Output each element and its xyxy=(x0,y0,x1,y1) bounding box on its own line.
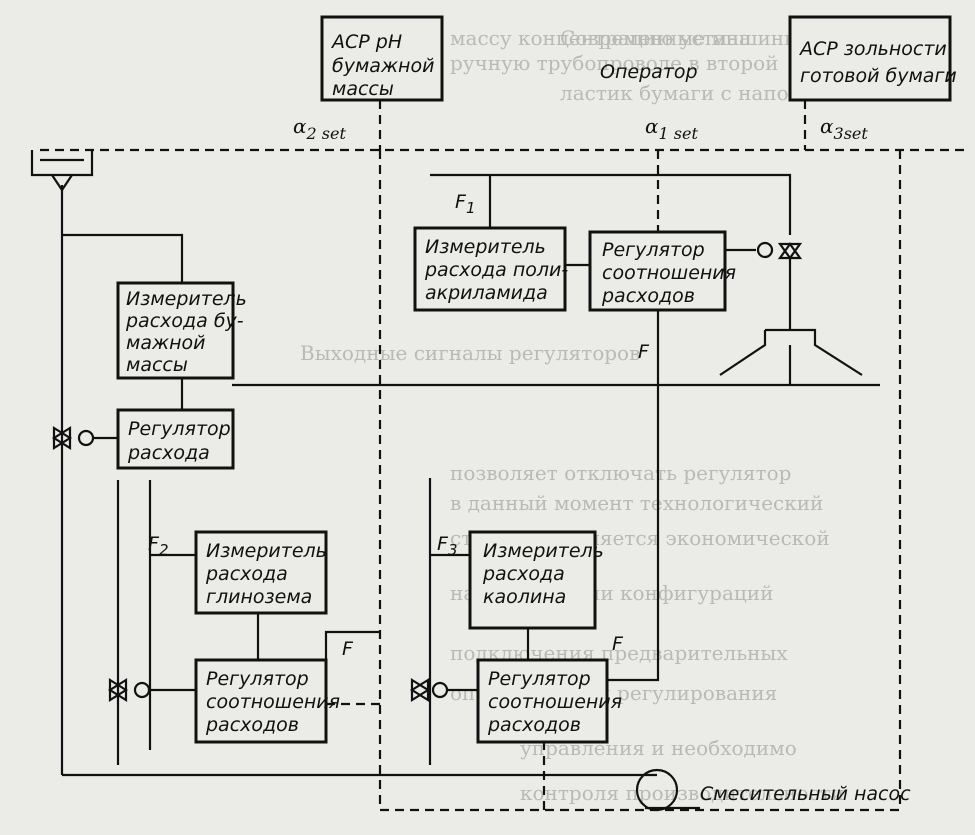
kaolin-meter-line-1: Измеритель xyxy=(483,540,604,562)
flow-regulator-box xyxy=(116,408,235,470)
pulp-tank xyxy=(30,150,94,177)
alumina-meter-line-2: расхода xyxy=(205,563,288,585)
paa-flow-meter-box xyxy=(413,226,567,312)
pulp-tank-outlet xyxy=(51,174,73,192)
paa-meter-line-1: Измеритель xyxy=(425,236,546,258)
asr-ph-line-1: АСР pH xyxy=(330,31,402,53)
asr-ph-box xyxy=(320,15,444,102)
asr-ph-line-3: массы xyxy=(332,78,394,100)
svg-text:Выходные сигналы регуляторов: Выходные сигналы регуляторов xyxy=(300,341,640,365)
kaolin-ratio-line-3: расходов xyxy=(487,714,581,736)
svg-text:Современные машины: Современные машины xyxy=(560,26,800,50)
pulp-meter-line-4: массы xyxy=(126,354,188,376)
paa-ratio-line-2: соотношения xyxy=(602,262,736,284)
kaolin-ratio-regulator-box xyxy=(476,658,609,744)
kaolin-meter-line-3: каолина xyxy=(483,586,566,608)
a2set-label: α2 set xyxy=(293,114,346,143)
paa-meter-line-3: акриламида xyxy=(425,282,548,304)
f-to-kaolin-ratio xyxy=(607,385,660,682)
kaolin-ratio-line-1: Регулятор xyxy=(488,668,591,690)
valve-pulp-actuator-icon xyxy=(77,429,95,447)
alumina-ratio-regulator-box xyxy=(194,658,328,744)
alumina-flow-meter-box xyxy=(194,530,328,615)
valve-kaolin-icon xyxy=(410,678,431,702)
f-label-kaolin: F xyxy=(612,633,624,655)
paa-ratio-line-1: Регулятор xyxy=(602,239,705,261)
svg-text:в данный момент технологически: в данный момент технологический xyxy=(450,491,823,515)
paa-pipe xyxy=(430,173,792,235)
f2-label: F2 xyxy=(148,533,168,559)
asr-ash-box xyxy=(788,15,952,102)
kaolin-flow-meter-box xyxy=(468,530,597,630)
alumina-meter-line-3: глинозема xyxy=(206,586,312,608)
alumina-ratio-line-1: Регулятор xyxy=(206,668,309,690)
mixing-pump-icon xyxy=(635,768,679,812)
pump-label: Смесительный насос xyxy=(700,783,911,805)
f1-label: F1 xyxy=(455,191,475,217)
kaolin-meter-line-2: расхода xyxy=(482,563,565,585)
svg-text:позволяет отключать регулятор: позволяет отключать регулятор xyxy=(450,461,791,485)
kaolin-ratio-line-2: соотношения xyxy=(488,691,622,713)
alumina-ratio-line-2: соотношения xyxy=(206,691,340,713)
f-label-top: F xyxy=(638,341,650,363)
pulp-flow-meter-box xyxy=(116,281,235,380)
asr-ash-line-1: АСР зольности xyxy=(798,38,947,60)
valve-paa-icon xyxy=(777,242,803,260)
asr-ash-line-2: готовой бумаги xyxy=(800,65,957,87)
paa-meter-line-2: расхода поли- xyxy=(424,259,568,281)
svg-text:массу концентрацию устана: массу концентрацию устана xyxy=(450,26,751,50)
reg-flow-line-1: Регулятор xyxy=(128,418,231,440)
f-label-alumina: F xyxy=(342,638,354,660)
alumina-meter-line-1: Измеритель xyxy=(206,540,327,562)
a1set-label: α1 set xyxy=(645,114,698,143)
pulp-meter-tap xyxy=(62,233,184,283)
mixer-cone xyxy=(719,328,863,376)
asr-ph-line-2: бумажной xyxy=(332,55,434,77)
svg-text:ручную трубопроводе в второй: ручную трубопроводе в второй xyxy=(450,51,779,75)
pulp-meter-line-2: расхода бу- xyxy=(125,310,244,332)
alumina-ratio-line-3: расходов xyxy=(205,714,299,736)
a3set-label: α3set xyxy=(820,114,868,143)
pulp-meter-line-3: мажной xyxy=(126,332,206,354)
pulp-meter-line-1: Измеритель xyxy=(126,288,247,310)
valve-alumina-actuator-icon xyxy=(133,681,151,699)
paa-ratio-regulator-box xyxy=(588,230,727,312)
valve-paa-actuator-icon xyxy=(756,241,774,259)
svg-text:контроля производительности: контроля производительности xyxy=(520,781,844,805)
f3-label: F3 xyxy=(437,533,457,559)
f-to-alumina-ratio xyxy=(324,630,380,660)
operator-label: Оператор xyxy=(600,61,698,83)
valve-kaolin-actuator-icon xyxy=(431,681,449,699)
reg-flow-line-2: расхода xyxy=(127,442,210,464)
paa-ratio-line-3: расходов xyxy=(601,285,695,307)
